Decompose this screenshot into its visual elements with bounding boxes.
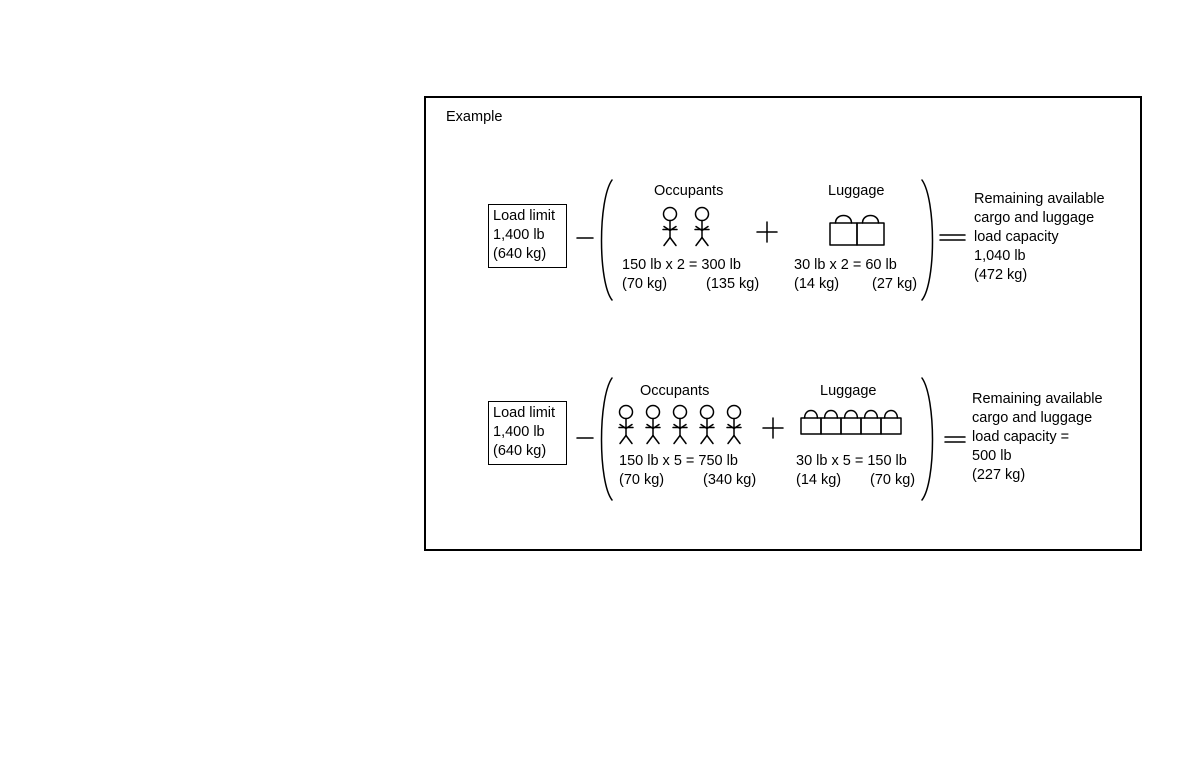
load-limit-box-1: Load limit 1,400 lb (640 kg) bbox=[488, 204, 567, 268]
load-limit-label: Load limit bbox=[493, 405, 556, 421]
result-line: load capacity = bbox=[972, 429, 1070, 445]
load-limit-box-2: Load limit 1,400 lb (640 kg) bbox=[488, 401, 567, 465]
load-limit-kg: (640 kg) bbox=[493, 246, 547, 262]
result-line: Remaining available bbox=[974, 191, 1105, 207]
result-line: load capacity bbox=[974, 229, 1059, 245]
result-line: (227 kg) bbox=[972, 467, 1026, 483]
luggage-bag-icon bbox=[800, 409, 822, 435]
luggage-bag-icon bbox=[860, 409, 882, 435]
occupant-icons-1 bbox=[662, 206, 710, 247]
person-icon bbox=[618, 404, 634, 445]
luggage-calc-1: 30 lb x 2 = 60 lb bbox=[794, 257, 897, 273]
luggage-bag-icon bbox=[829, 214, 858, 246]
luggage-label-2: Luggage bbox=[820, 383, 877, 399]
result-text-2: Remaining available cargo and luggage lo… bbox=[972, 390, 1103, 485]
close-paren-2 bbox=[921, 377, 934, 501]
close-paren-1 bbox=[921, 179, 934, 301]
result-line: (472 kg) bbox=[974, 267, 1028, 283]
person-icon bbox=[726, 404, 742, 445]
luggage-kg-each-2: (14 kg) bbox=[796, 472, 842, 488]
occupants-label-2: Occupants bbox=[640, 383, 710, 399]
occupant-icons-2 bbox=[618, 404, 742, 445]
luggage-bag-icon bbox=[820, 409, 842, 435]
luggage-calc-2: 30 lb x 5 = 150 lb bbox=[796, 453, 907, 469]
person-icon bbox=[645, 404, 661, 445]
open-paren-2 bbox=[600, 377, 613, 501]
luggage-bag-icon bbox=[840, 409, 862, 435]
luggage-kg-total-2: (70 kg) bbox=[870, 472, 916, 488]
occupants-calc-1: 150 lb x 2 = 300 lb bbox=[622, 257, 741, 273]
luggage-icons-2 bbox=[800, 409, 902, 435]
occupants-kg-total-2: (340 kg) bbox=[703, 472, 757, 488]
result-line: cargo and luggage bbox=[972, 410, 1093, 426]
occupants-kg-total-1: (135 kg) bbox=[706, 276, 760, 292]
person-icon bbox=[672, 404, 688, 445]
occupants-kg-each-2: (70 kg) bbox=[619, 472, 665, 488]
result-line: Remaining available bbox=[972, 391, 1103, 407]
occupants-calc-2: 150 lb x 5 = 750 lb bbox=[619, 453, 738, 469]
luggage-bag-icon bbox=[880, 409, 902, 435]
person-icon bbox=[694, 206, 710, 247]
result-text-1: Remaining available cargo and luggage lo… bbox=[974, 190, 1105, 285]
result-line: 1,040 lb bbox=[974, 248, 1026, 264]
luggage-label-1: Luggage bbox=[828, 183, 885, 199]
load-limit-lb: 1,400 lb bbox=[493, 424, 545, 440]
luggage-kg-total-1: (27 kg) bbox=[872, 276, 918, 292]
result-line: cargo and luggage bbox=[974, 210, 1095, 226]
luggage-icons-1 bbox=[829, 214, 885, 246]
luggage-kg-each-1: (14 kg) bbox=[794, 276, 840, 292]
person-icon bbox=[662, 206, 678, 247]
example-frame bbox=[424, 96, 1142, 551]
example-title: Example bbox=[446, 109, 503, 125]
load-limit-kg: (640 kg) bbox=[493, 443, 547, 459]
load-limit-lb: 1,400 lb bbox=[493, 227, 545, 243]
luggage-bag-icon bbox=[856, 214, 885, 246]
occupants-label-1: Occupants bbox=[654, 183, 724, 199]
occupants-kg-each-1: (70 kg) bbox=[622, 276, 668, 292]
result-line: 500 lb bbox=[972, 448, 1012, 464]
load-limit-label: Load limit bbox=[493, 208, 556, 224]
open-paren-1 bbox=[600, 179, 613, 301]
person-icon bbox=[699, 404, 715, 445]
